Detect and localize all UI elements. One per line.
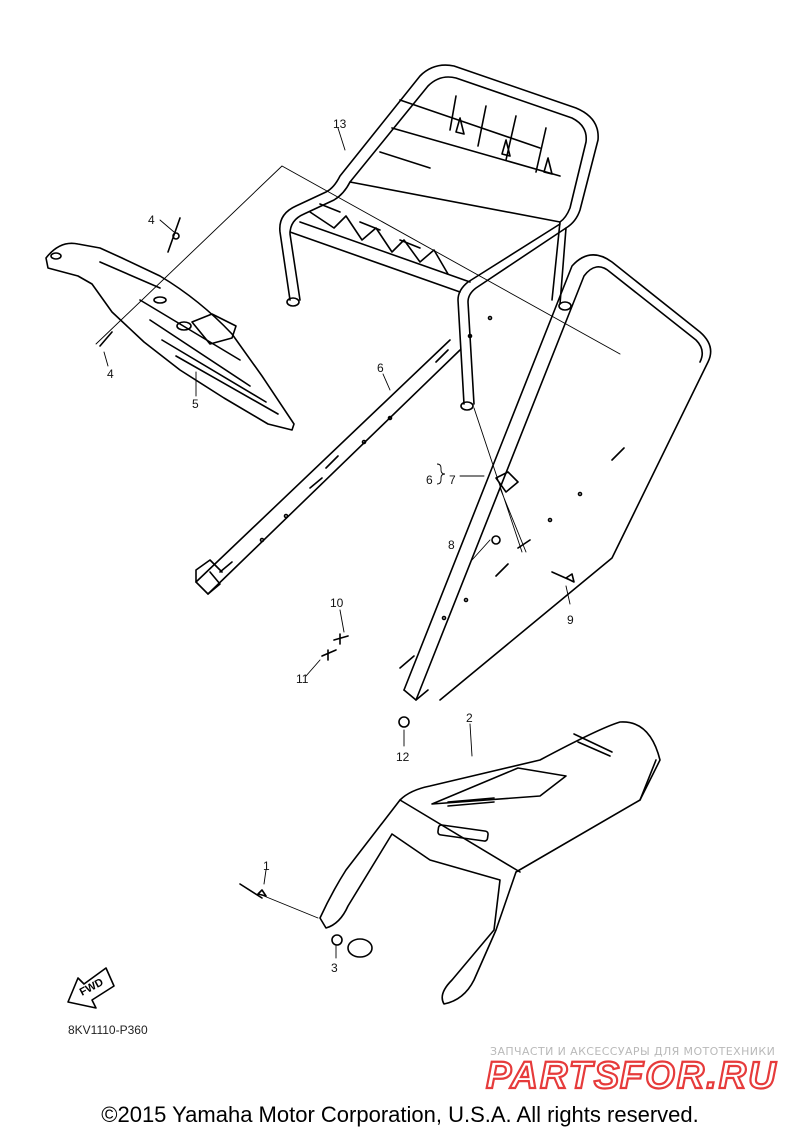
watermark-brand-part2: FOR.RU	[620, 1055, 778, 1097]
fwd-arrow	[67, 967, 115, 1009]
watermark: ЗАПЧАСТИ И АКСЕССУАРЫ ДЛЯ МОТОТЕХНИКИ PA…	[485, 1045, 778, 1098]
callout-13: 13	[333, 117, 347, 131]
callout-5: 5	[192, 397, 199, 411]
callout-8: 8	[448, 538, 455, 552]
copyright-notice: ©2015 Yamaha Motor Corporation, U.S.A. A…	[101, 1102, 699, 1127]
callout-10: 10	[330, 596, 344, 610]
callout-1: 1	[263, 859, 270, 873]
callout-3: 3	[331, 961, 338, 975]
diagram-code: 8KV1110-P360	[68, 1023, 148, 1037]
callout-12: 12	[396, 750, 410, 764]
callout-7: 7	[449, 473, 456, 487]
watermark-brand-part1: PARTS	[486, 1055, 621, 1097]
rail-frame	[195, 254, 712, 701]
leader-lines	[95, 127, 621, 959]
callout-numbers: 13 4 4 5 6 6 7 8 9 10 11 12 2 1 3	[107, 117, 574, 975]
callout-11: 11	[296, 672, 309, 686]
watermark-tagline: ЗАПЧАСТИ И АКСЕССУАРЫ ДЛЯ МОТОТЕХНИКИ	[490, 1045, 775, 1058]
callout-9: 9	[567, 613, 574, 627]
small-fasteners	[99, 217, 575, 958]
seat	[319, 721, 661, 1005]
callout-6: 6	[377, 361, 384, 375]
front-flap-bracket	[45, 242, 295, 431]
callout-4-top: 4	[148, 213, 155, 227]
callout-6-group: 6	[426, 473, 433, 487]
callout-2: 2	[466, 711, 473, 725]
rear-carrier-rack	[279, 64, 599, 411]
callout-4-bottom: 4	[107, 367, 114, 381]
